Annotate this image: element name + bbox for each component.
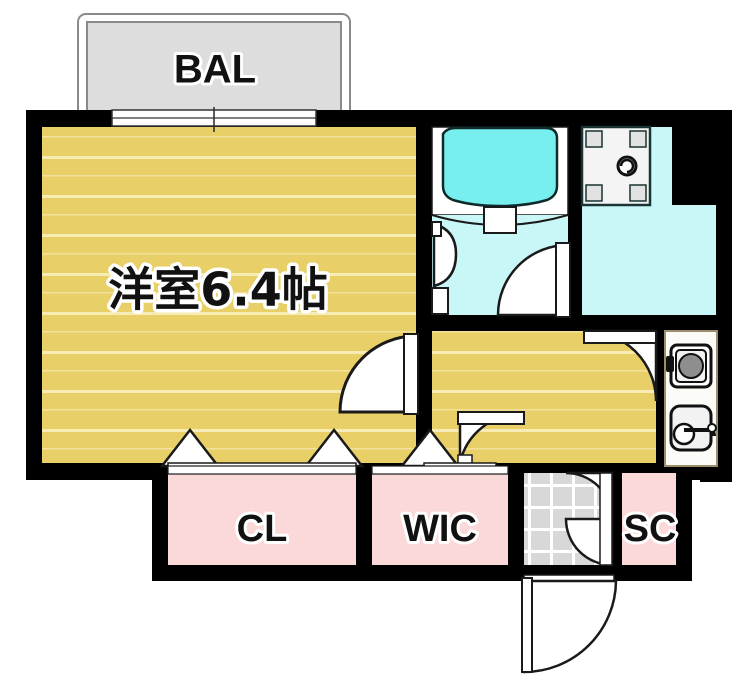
stove-icon [666, 343, 713, 389]
main-room-label: 洋室6.4帖 [108, 263, 328, 317]
bathtub-icon [441, 126, 559, 208]
genkan-area [524, 471, 614, 567]
main-room: 洋室6.4帖 [42, 107, 419, 473]
sliding-glass-door [111, 107, 317, 132]
shoe-closet-door[interactable] [564, 471, 614, 567]
washroom-door[interactable] [496, 242, 571, 318]
bathroom-area [431, 126, 569, 216]
washing-machine-icon [580, 125, 652, 207]
closet-label: CL [237, 508, 288, 550]
shoe-closet-label: SC [624, 508, 677, 550]
balcony-label: BAL [174, 48, 256, 92]
balcony-area: BAL [77, 13, 351, 120]
wic-label: WIC [403, 508, 477, 550]
kitchen-room-door[interactable] [457, 411, 525, 466]
kitchen-area [432, 329, 658, 466]
closet-sc: SC [621, 473, 679, 565]
bathroom-door[interactable] [583, 329, 658, 402]
closet-cl: CL [168, 473, 356, 565]
kitchen-sink-icon [669, 404, 717, 452]
room-entry-door[interactable] [338, 333, 419, 415]
kitchen-counter [664, 330, 718, 467]
front-entrance-door[interactable] [521, 574, 618, 674]
toilet-icon [431, 221, 458, 315]
closet-sill [167, 465, 509, 475]
washroom-area [431, 127, 716, 318]
